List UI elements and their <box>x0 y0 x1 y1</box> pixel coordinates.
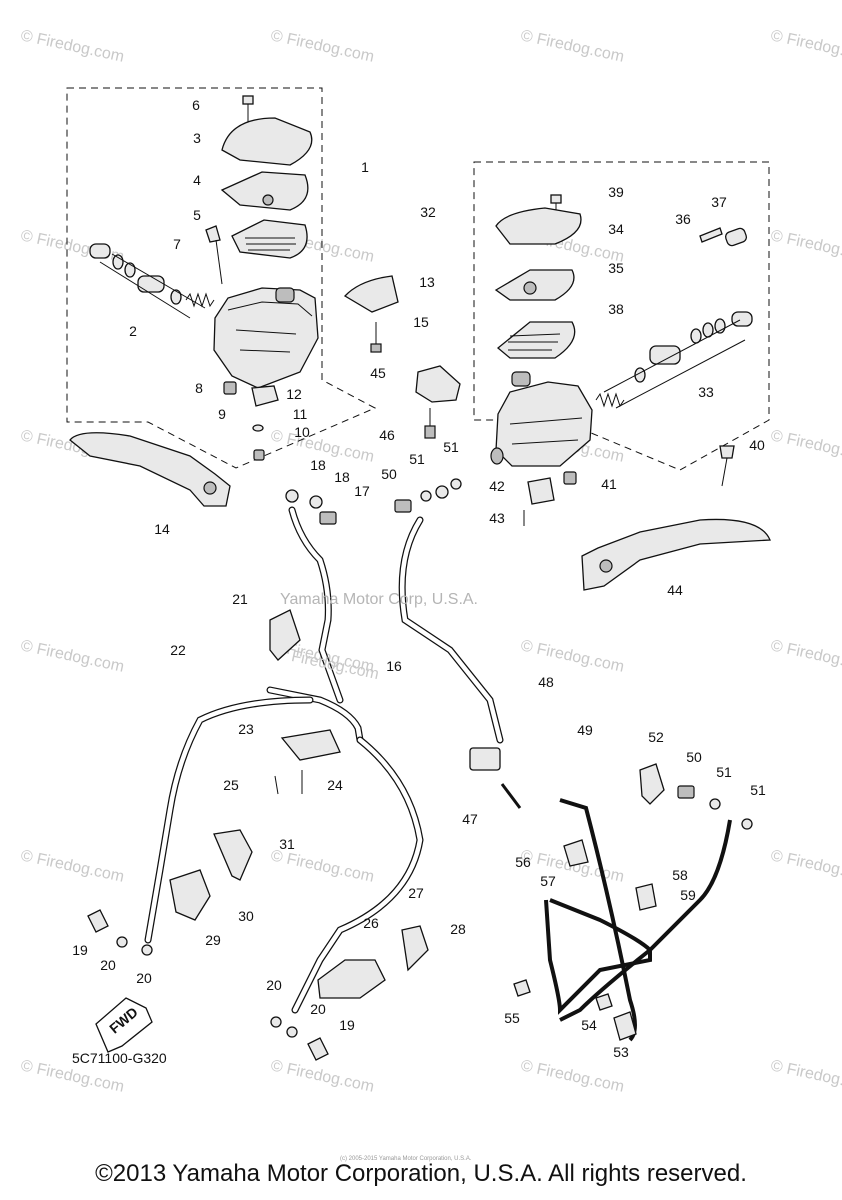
callout-17: 17 <box>354 483 370 499</box>
callout-58: 58 <box>672 867 688 883</box>
callout-22: 22 <box>170 642 186 658</box>
watermark-firedog: © Firedog.com <box>769 1057 842 1095</box>
callout-47: 47 <box>462 811 478 827</box>
callout-20: 20 <box>266 977 282 993</box>
callout-27: 27 <box>408 885 424 901</box>
left-master-cylinder-assembly-box <box>66 87 377 469</box>
brake-hoses <box>144 506 732 1042</box>
watermark-firedog: © Firedog.com <box>769 227 842 265</box>
callout-21: 21 <box>232 591 248 607</box>
callout-38: 38 <box>608 301 624 317</box>
callout-7: 7 <box>173 236 181 252</box>
callout-54: 54 <box>581 1017 597 1033</box>
callout-19: 19 <box>339 1017 355 1033</box>
callout-20: 20 <box>310 1001 326 1017</box>
callout-10: 10 <box>294 424 310 440</box>
watermark-firedog: © Firedog.com <box>519 1057 625 1095</box>
callout-56: 56 <box>515 854 531 870</box>
callout-52: 52 <box>648 729 664 745</box>
watermark-firedog: © Firedog.com <box>269 27 375 65</box>
callout-30: 30 <box>238 908 254 924</box>
watermark-firedog: © Firedog.com <box>769 637 842 675</box>
callout-49: 49 <box>577 722 593 738</box>
callout-45: 45 <box>370 365 386 381</box>
callout-5: 5 <box>193 207 201 223</box>
callout-46: 46 <box>379 427 395 443</box>
callout-14: 14 <box>154 521 170 537</box>
callout-26: 26 <box>363 915 379 931</box>
callout-18: 18 <box>310 457 326 473</box>
callout-23: 23 <box>238 721 254 737</box>
callout-13: 13 <box>419 274 435 290</box>
watermark-firedog: © Firedog.com <box>769 27 842 65</box>
callout-3: 3 <box>193 130 201 146</box>
callout-39: 39 <box>608 184 624 200</box>
callout-36: 36 <box>675 211 691 227</box>
callout-28: 28 <box>450 921 466 937</box>
callout-57: 57 <box>540 873 556 889</box>
lower-brackets <box>87 478 753 1061</box>
callout-44: 44 <box>667 582 683 598</box>
callout-50: 50 <box>381 466 397 482</box>
watermark-firedog: © Firedog.com <box>769 427 842 465</box>
watermark-firedog: © Firedog.com <box>269 847 375 885</box>
callout-2: 2 <box>129 323 137 339</box>
callout-33: 33 <box>698 384 714 400</box>
callout-20: 20 <box>136 970 152 986</box>
watermark-firedog: © Firedog.com <box>19 27 125 65</box>
callout-37: 37 <box>711 194 727 210</box>
watermark-center: Yamaha Motor Corp, U.S.A. <box>280 591 478 608</box>
callout-20: 20 <box>100 957 116 973</box>
left-master-cylinder-group <box>69 95 399 507</box>
callout-4: 4 <box>193 172 201 188</box>
right-master-cylinder-group <box>415 194 771 591</box>
callout-51: 51 <box>716 764 732 780</box>
watermark-layer: © Firedog.com © Firedog.com © Firedog.com ©… <box>19 27 842 1095</box>
callout-16: 16 <box>386 658 402 674</box>
callout-41: 41 <box>601 476 617 492</box>
copyright-notice: ©2013 Yamaha Motor Corporation, U.S.A. A… <box>95 1160 747 1187</box>
callout-43: 43 <box>489 510 505 526</box>
callout-24: 24 <box>327 777 343 793</box>
callout-18: 18 <box>334 469 350 485</box>
watermark-firedog: © Firedog.com <box>519 637 625 675</box>
callout-15: 15 <box>413 314 429 330</box>
callout-12: 12 <box>286 386 302 402</box>
callout-40: 40 <box>749 437 765 453</box>
callout-42: 42 <box>489 478 505 494</box>
callout-8: 8 <box>195 380 203 396</box>
callout-50: 50 <box>686 749 702 765</box>
callout-11: 11 <box>293 406 308 422</box>
callout-48: 48 <box>538 674 554 690</box>
right-master-cylinder-assembly-box <box>473 161 770 471</box>
callout-19: 19 <box>72 942 88 958</box>
callout-53: 53 <box>613 1044 629 1060</box>
watermark-firedog: © Firedog.com <box>269 1057 375 1095</box>
callout-9: 9 <box>218 406 226 422</box>
callout-6: 6 <box>192 97 200 113</box>
watermark-firedog: © Firedog.com <box>19 847 125 885</box>
fwd-arrow: FWD <box>95 997 153 1053</box>
callout-32: 32 <box>420 204 436 220</box>
callout-35: 35 <box>608 260 624 276</box>
watermark-firedog: © Firedog.com <box>519 27 625 65</box>
callout-1: 1 <box>361 159 369 175</box>
watermark-firedog: © Firedog.com <box>769 847 842 885</box>
fine-print: (c) 2005-2015 Yamaha Motor Corporation, … <box>340 1156 472 1162</box>
callout-51: 51 <box>409 451 425 467</box>
callout-59: 59 <box>680 887 696 903</box>
callout-29: 29 <box>205 932 221 948</box>
callout-51: 51 <box>750 782 766 798</box>
watermark-firedog: © Firedog.com <box>19 637 125 675</box>
callout-51: 51 <box>443 439 459 455</box>
callout-55: 55 <box>504 1010 520 1026</box>
callout-31: 31 <box>279 836 295 852</box>
callout-34: 34 <box>608 221 624 237</box>
callout-25: 25 <box>223 777 239 793</box>
part-code: 5C71100-G320 <box>72 1050 167 1066</box>
